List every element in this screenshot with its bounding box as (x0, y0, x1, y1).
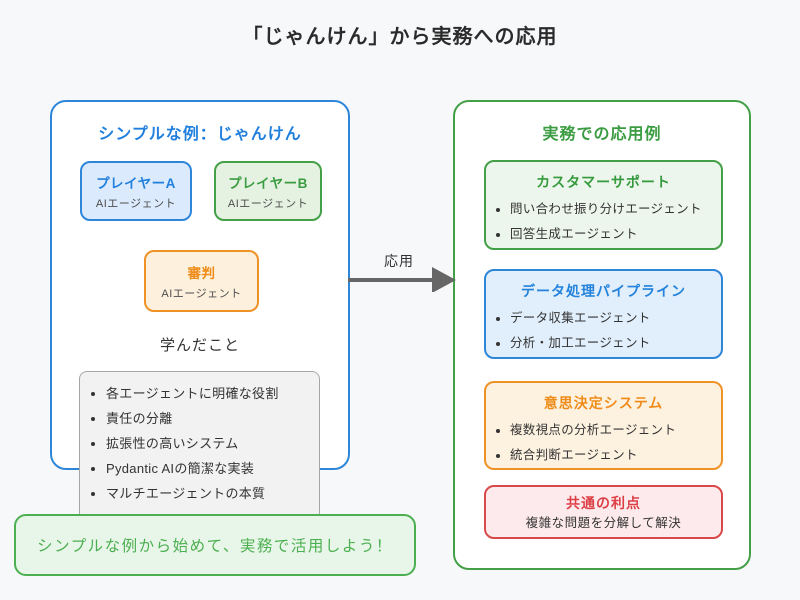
learned-item: 拡張性の高いシステム (106, 431, 319, 456)
learned-item: Pydantic AIの簡潔な実装 (106, 456, 319, 481)
player-a-box: プレイヤーA AIエージェント (80, 161, 192, 221)
card-title: 意思決定システム (543, 395, 664, 411)
left-panel-title: シンプルな例：じゃんけん (98, 126, 302, 143)
learned-list-box: 各エージェントに明確な役割 責任の分離 拡張性の高いシステム Pydantic … (79, 371, 320, 521)
player-b-subtitle: AIエージェント (227, 197, 309, 210)
learned-list: 各エージェントに明確な役割 責任の分離 拡張性の高いシステム Pydantic … (80, 381, 319, 506)
card-list: データ収集エージェント 分析・加工エージェント (486, 306, 721, 356)
judge-box: 審判 AIエージェント (144, 250, 259, 312)
card-common-benefit: 共通の利点 複雑な問題を分解して解決 (484, 485, 723, 539)
learned-item: 責任の分離 (106, 406, 319, 431)
card-list: 問い合わせ振り分けエージェント 回答生成エージェント (486, 197, 721, 247)
card-item: データ収集エージェント (510, 306, 721, 331)
card-item: 回答生成エージェント (510, 222, 721, 247)
learned-item: 各エージェントに明確な役割 (106, 381, 319, 406)
player-b-box: プレイヤーB AIエージェント (214, 161, 322, 221)
card-data-pipeline: データ処理パイプライン データ収集エージェント 分析・加工エージェント (484, 269, 723, 359)
right-panel-title: 実務での応用例 (542, 126, 662, 143)
judge-title: 審判 (187, 265, 216, 281)
footer-message: シンプルな例から始めて、実務で活用しよう！ (37, 538, 393, 555)
card-customer-support: カスタマーサポート 問い合わせ振り分けエージェント 回答生成エージェント (484, 160, 723, 250)
card-decision-system: 意思決定システム 複数視点の分析エージェント 統合判断エージェント (484, 381, 723, 470)
player-a-subtitle: AIエージェント (95, 197, 177, 210)
player-a-title: プレイヤーA (96, 175, 176, 191)
footer-message-box: シンプルな例から始めて、実務で活用しよう！ (14, 514, 416, 576)
card-list: 複数視点の分析エージェント 統合判断エージェント (486, 418, 721, 468)
card-item: 統合判断エージェント (510, 443, 721, 468)
card-item: 複数視点の分析エージェント (510, 418, 721, 443)
card-item: 分析・加工エージェント (510, 331, 721, 356)
card-title: データ処理パイプライン (521, 283, 686, 299)
arrow-label: 応用 (384, 253, 414, 269)
card-item: 問い合わせ振り分けエージェント (510, 197, 721, 222)
learned-item: マルチエージェントの本質 (106, 481, 319, 506)
card-subtitle: 複雑な問題を分解して解決 (525, 516, 682, 530)
learned-heading: 学んだこと (159, 337, 240, 354)
card-title: カスタマーサポート (536, 174, 671, 190)
judge-subtitle: AIエージェント (161, 287, 242, 300)
player-b-title: プレイヤーB (228, 175, 308, 191)
page-title: 「じゃんけん」から実務への応用 (242, 26, 558, 48)
card-title: 共通の利点 (566, 495, 641, 511)
applications-panel: 実務での応用例 カスタマーサポート 問い合わせ振り分けエージェント 回答生成エー… (453, 100, 751, 570)
application-arrow-icon (348, 267, 456, 292)
